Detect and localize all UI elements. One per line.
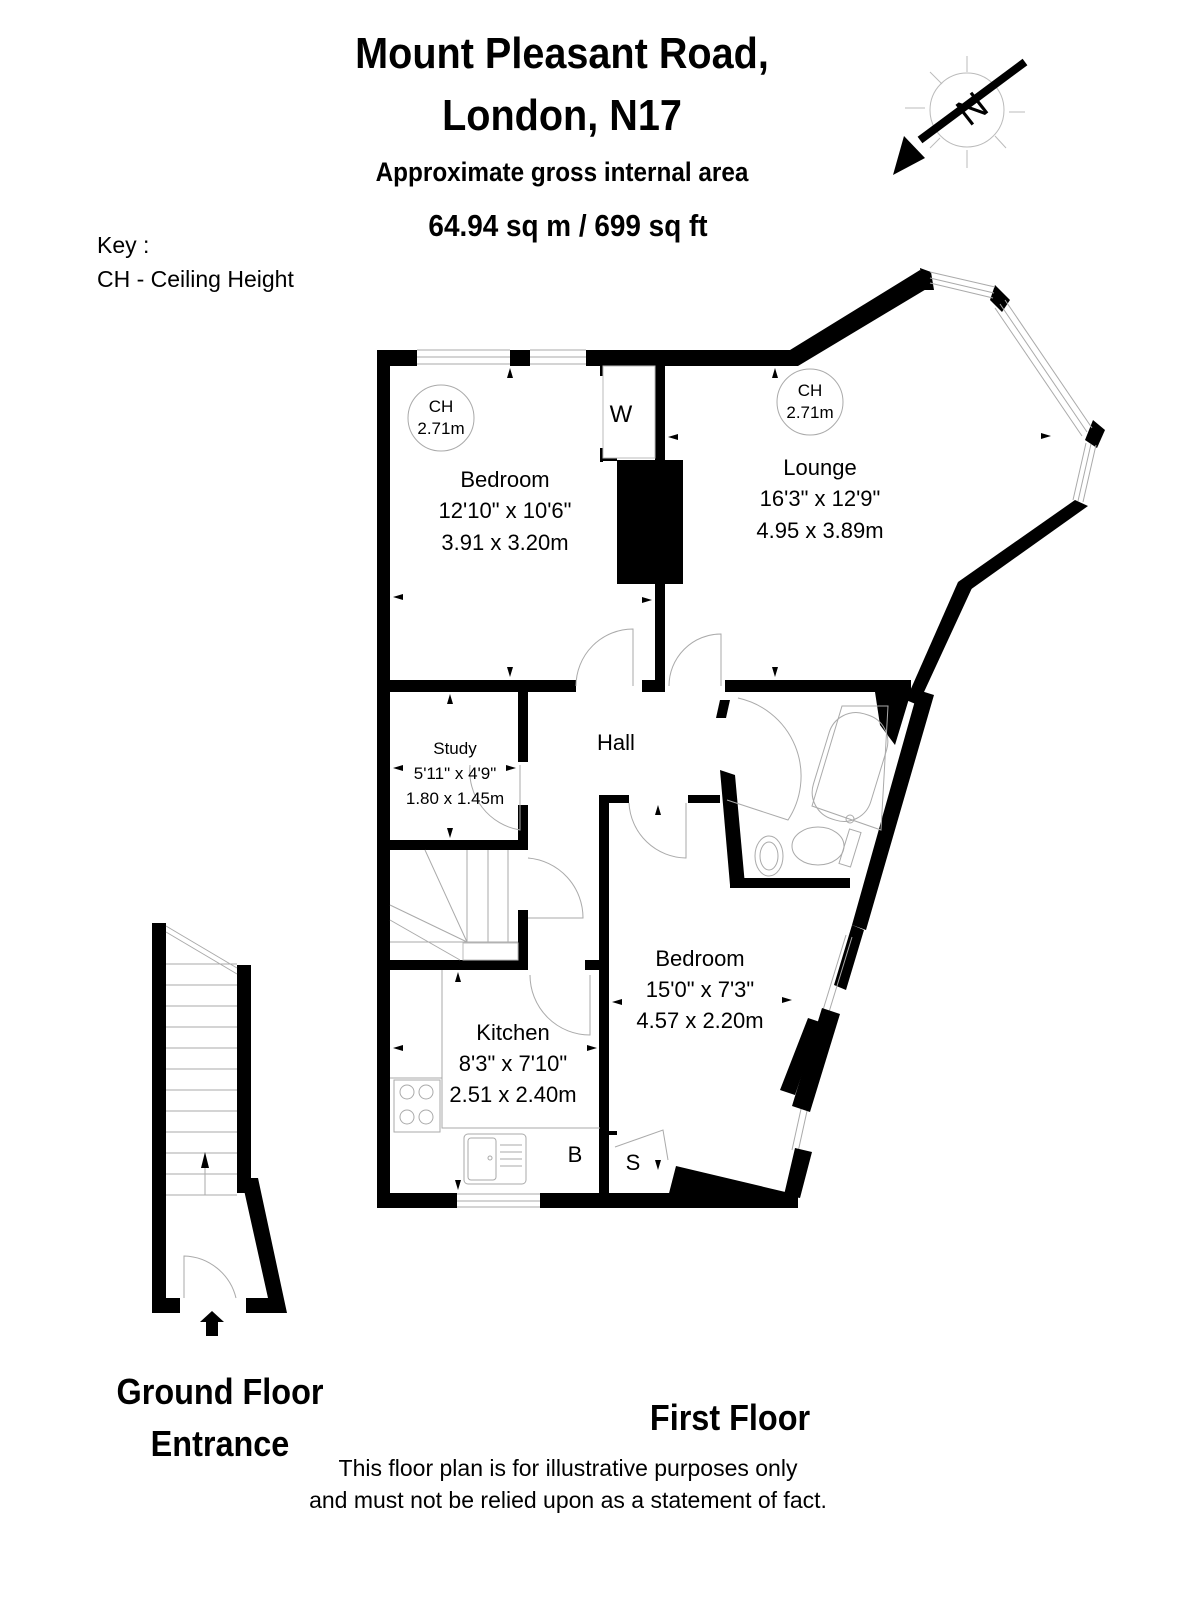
kitchen-metric: 2.51 x 2.40m [449,1082,576,1107]
key-legend: Key : CH - Ceiling Height [97,228,294,296]
first-floor-label: First Floor [649,1397,811,1438]
ground-floor-label-line2: Entrance [150,1423,290,1464]
disclaimer: This floor plan is for illustrative purp… [218,1452,918,1516]
bedroom1-name: Bedroom [460,467,549,492]
north-arrow-icon: N [893,56,1028,175]
title-line-1: Mount Pleasant Road, [355,29,769,78]
study-imperial: 5'11" x 4'9" [414,764,497,783]
dimension-arrows [393,368,1051,1190]
door-swings [469,628,802,1161]
first-floor-stairs [389,849,519,961]
bedroom1-imperial: 12'10" x 10'6" [439,498,572,523]
key-heading: Key : [97,232,150,258]
windows [417,349,656,1208]
disclaimer-line-1: This floor plan is for illustrative purp… [338,1455,798,1481]
ceiling-height-marker-bedroom [407,384,475,452]
stairs-up-arrow-icon [201,1152,209,1168]
storage-label: S [626,1150,641,1175]
entrance-arrow-icon [200,1311,224,1336]
ground-floor-label-line1: Ground Floor [116,1371,324,1412]
disclaimer-line-2: and must not be relied upon as a stateme… [309,1487,827,1513]
kitchen-name: Kitchen [476,1020,549,1045]
study-name: Study [433,739,477,758]
lounge-ch-value: 2.71m [786,403,833,422]
bathroom-fittings [754,705,889,877]
ground-floor-label: Ground Floor Entrance [94,1366,346,1470]
boiler-label: B [568,1142,583,1167]
study-metric: 1.80 x 1.45m [406,789,504,808]
bedroom1-metric: 3.91 x 3.20m [441,530,568,555]
lounge-imperial: 16'3" x 12'9" [760,486,881,511]
lounge-name: Lounge [783,455,856,480]
bedroom2-metric: 4.57 x 2.20m [636,1008,763,1033]
kitchen-fittings [390,970,600,1185]
ground-floor-entrance-plan [152,923,287,1336]
wardrobe-label: W [610,401,633,428]
area-subtitle: Approximate gross internal area [375,157,749,187]
lounge-metric: 4.95 x 3.89m [756,518,883,543]
ceiling-height-marker-lounge [776,368,844,436]
hall-name: Hall [597,730,635,755]
bedroom1-ch-value: 2.71m [417,419,464,438]
bedroom2-imperial: 15'0" x 7'3" [646,977,754,1002]
bedroom2-name: Bedroom [655,946,744,971]
first-floor-walls [377,268,1105,1208]
kitchen-imperial: 8'3" x 7'10" [459,1051,567,1076]
bedroom1-ch-label: CH [429,397,454,416]
area-value: 64.94 sq m / 699 sq ft [428,208,708,243]
lounge-ch-label: CH [798,381,823,400]
title-line-2: London, N17 [442,91,682,140]
key-entry-ceiling-height: CH - Ceiling Height [97,266,294,292]
